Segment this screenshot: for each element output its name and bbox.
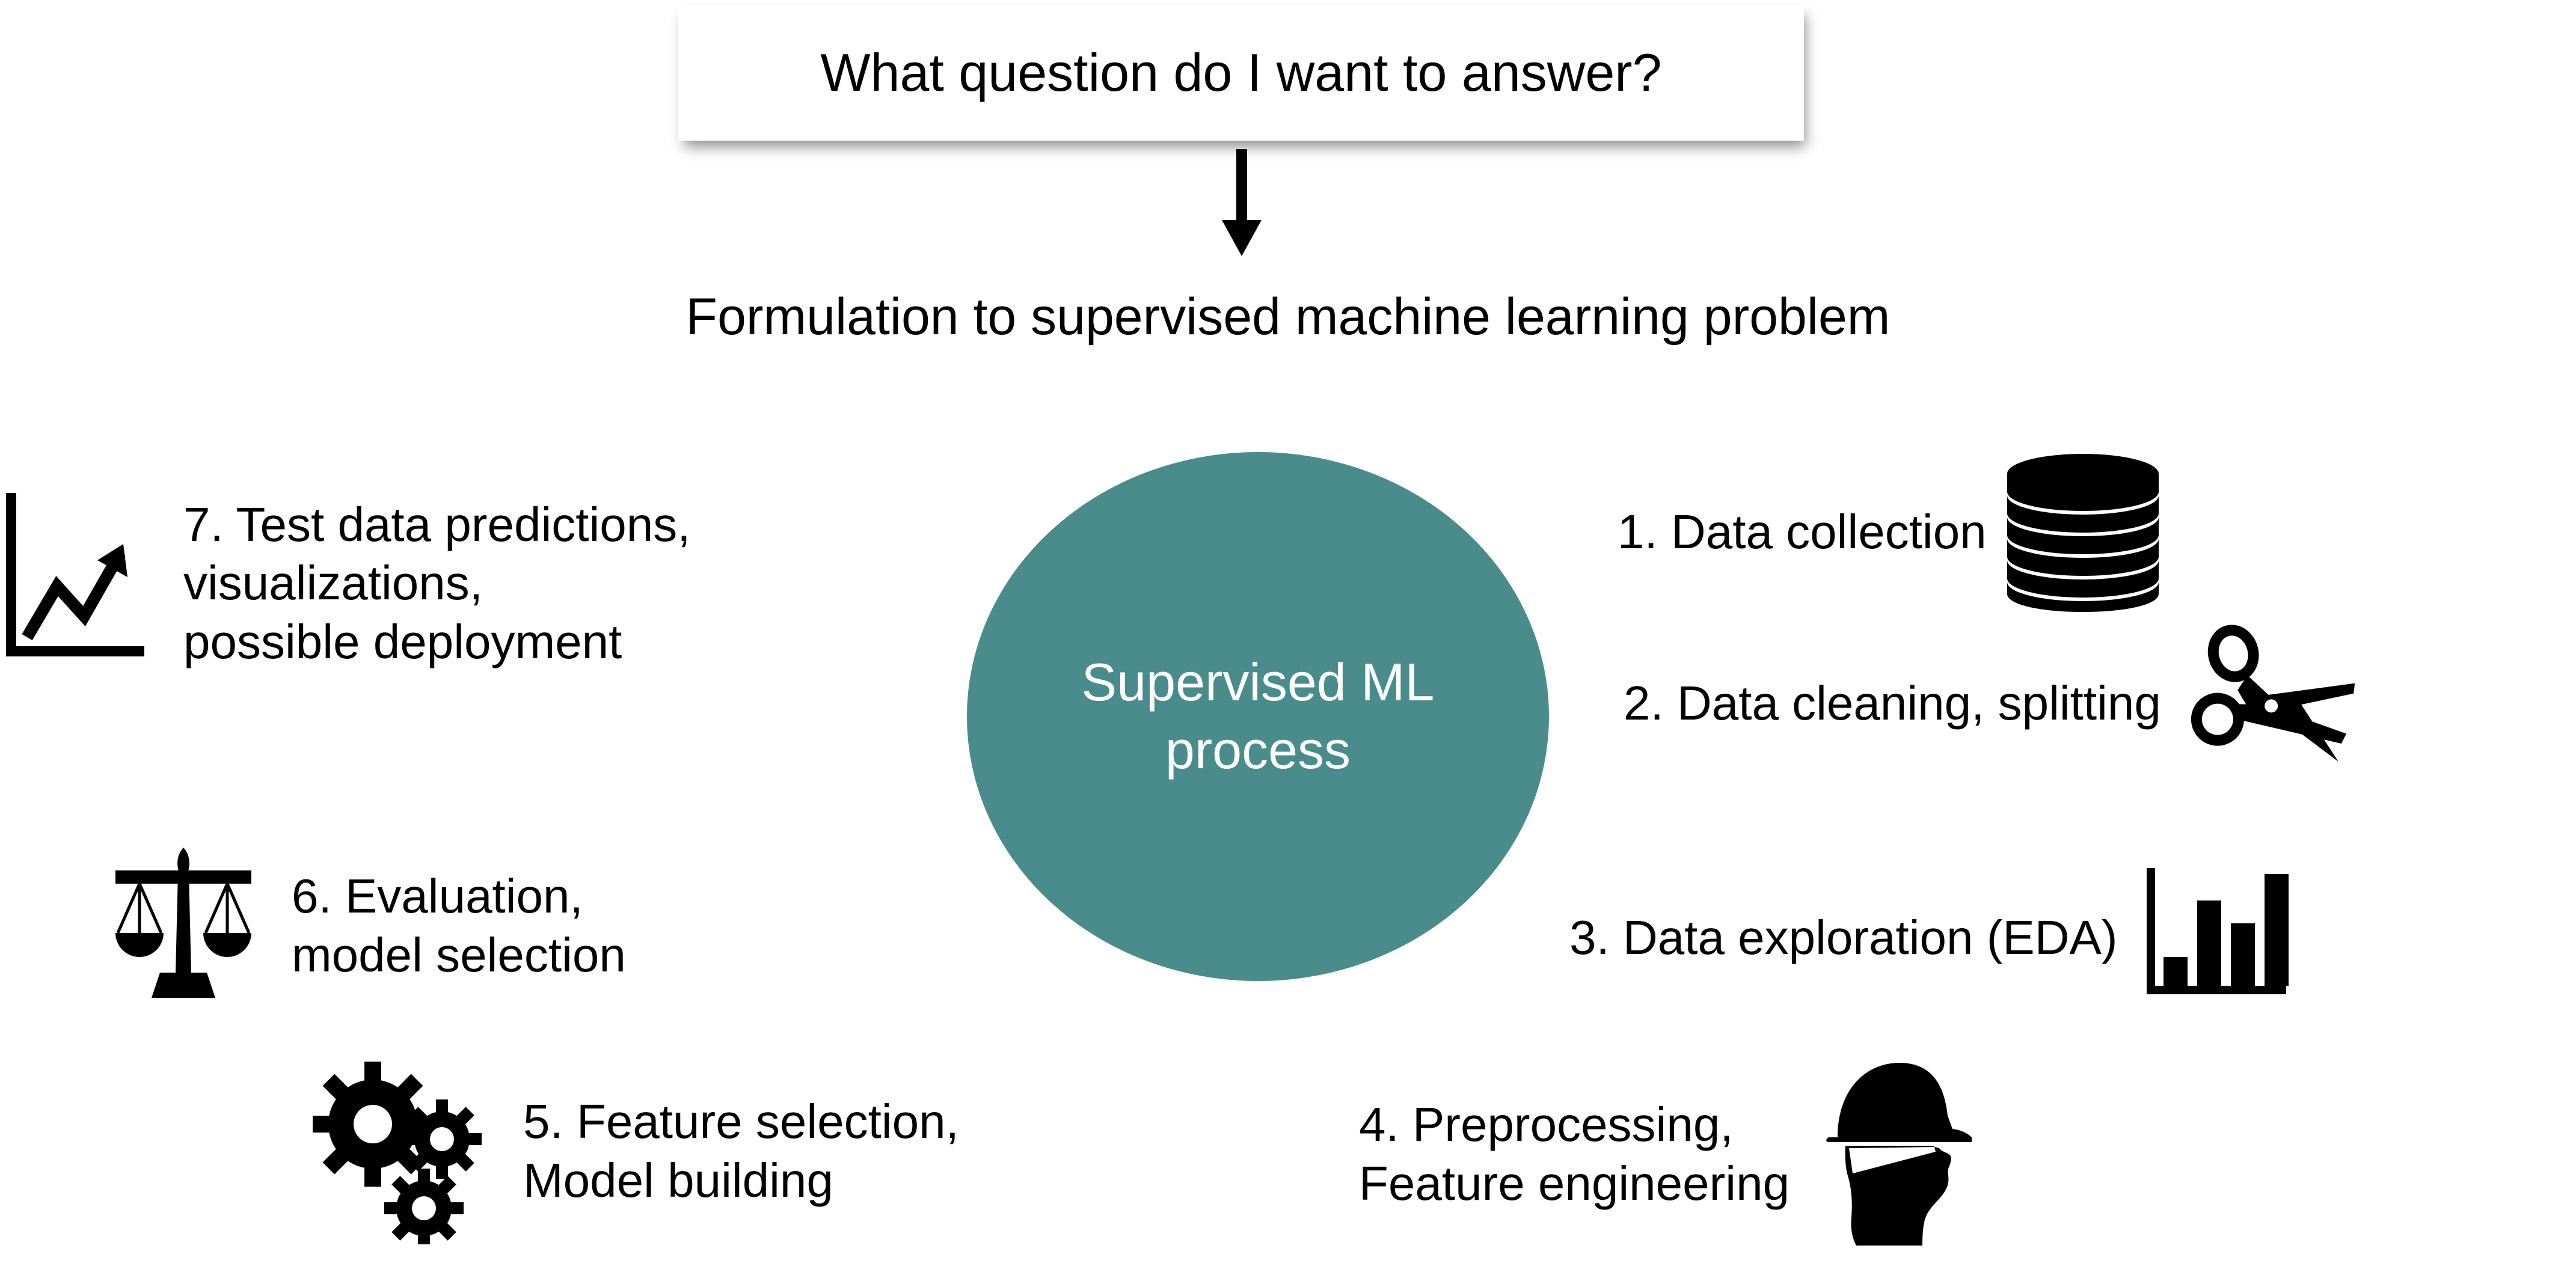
- step-5-line-2: Model building: [523, 1154, 833, 1207]
- bar-chart-icon: [2142, 866, 2292, 1010]
- step-item-1: 1. Data collection: [1618, 451, 2161, 613]
- scissors-icon: [2179, 619, 2360, 787]
- step-7-line-1: 7. Test data predictions,: [183, 497, 691, 551]
- gears-icon: [313, 1058, 499, 1244]
- step-7-line-2: visualizations,: [183, 556, 483, 610]
- question-text: What question do I want to answer?: [820, 42, 1662, 102]
- center-circle: Supervised ML process: [967, 452, 1549, 981]
- formulation-text: Formulation to supervised machine learni…: [685, 288, 1891, 346]
- step-item-6: 6. Evaluation, model selection: [102, 842, 626, 1010]
- step-item-2: 2. Data cleaning, splitting: [1624, 619, 2360, 787]
- step-4-line-1: 4. Preprocessing,: [1359, 1098, 1734, 1152]
- question-box: What question do I want to answer?: [678, 5, 1804, 141]
- step-item-3: 3. Data exploration (EDA): [1569, 866, 2292, 1010]
- center-label-line-1: Supervised ML: [1081, 652, 1435, 712]
- step-1-label: 1. Data collection: [1618, 503, 1987, 561]
- step-4-label: 4. Preprocessing, Feature engineering: [1359, 1095, 1789, 1212]
- step-item-7: 7. Test data predictions, visualizations…: [0, 487, 690, 679]
- line-chart-trend-icon: [0, 487, 150, 679]
- step-2-label: 2. Data cleaning, splitting: [1624, 674, 2161, 733]
- step-4-line-2: Feature engineering: [1359, 1157, 1790, 1210]
- step-5-label: 5. Feature selection, Model building: [523, 1092, 959, 1209]
- step-3-line-1: 3. Data exploration (EDA): [1569, 911, 2118, 965]
- step-2-line-1: 2. Data cleaning, splitting: [1624, 676, 2161, 730]
- hardhat-worker-icon: [1811, 1058, 1985, 1250]
- step-5-line-1: 5. Feature selection,: [523, 1095, 959, 1149]
- arrow-down-icon: [1215, 149, 1269, 257]
- step-1-line-1: 1. Data collection: [1618, 505, 1987, 559]
- database-stack-icon: [2005, 451, 2161, 613]
- step-item-5: 5. Feature selection, Model building: [313, 1058, 959, 1244]
- balance-scale-icon: [102, 842, 265, 1010]
- step-7-line-3: possible deployment: [183, 614, 622, 668]
- center-label-line-2: process: [1165, 720, 1351, 780]
- step-item-4: 4. Preprocessing, Feature engineering: [1359, 1058, 1985, 1250]
- step-6-label: 6. Evaluation, model selection: [292, 867, 626, 984]
- step-6-line-1: 6. Evaluation,: [292, 869, 583, 923]
- step-6-line-2: model selection: [292, 928, 626, 982]
- step-3-label: 3. Data exploration (EDA): [1569, 908, 2118, 967]
- step-7-label: 7. Test data predictions, visualizations…: [183, 495, 690, 671]
